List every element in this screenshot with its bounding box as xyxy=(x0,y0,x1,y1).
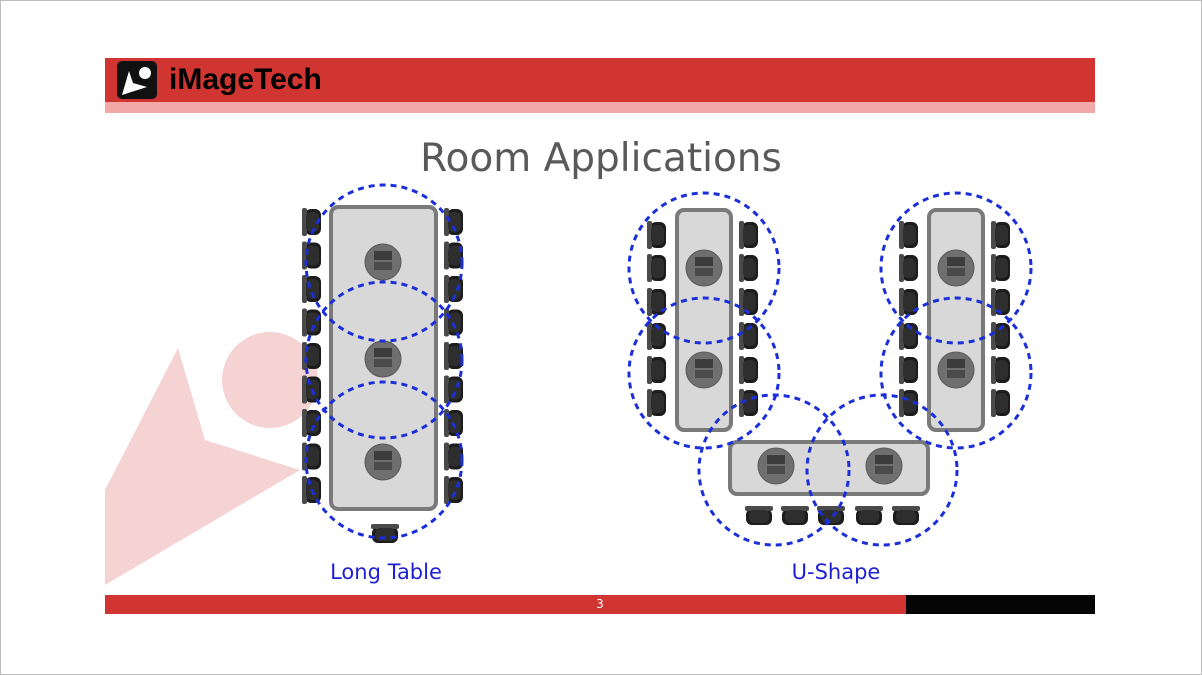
chair-icon xyxy=(444,375,463,404)
chair-icon xyxy=(991,356,1010,384)
chair-icon xyxy=(302,442,321,471)
chair-icon xyxy=(781,506,809,525)
caption-u-shape: U-Shape xyxy=(791,560,881,584)
chair-icon xyxy=(739,356,758,384)
conference-table xyxy=(927,208,985,432)
coverage-circle xyxy=(304,280,464,440)
coverage-circle xyxy=(879,191,1033,345)
coverage-circle xyxy=(627,296,781,450)
microphone-icon xyxy=(364,443,402,481)
chair-icon xyxy=(444,208,463,236)
chair-icon xyxy=(745,506,773,525)
microphone-icon xyxy=(364,340,402,378)
coverage-circle xyxy=(304,380,464,540)
chair-icon xyxy=(371,524,399,543)
caption-long-table: Long Table xyxy=(330,560,442,584)
coverage-circle xyxy=(697,393,851,547)
chair-icon xyxy=(899,356,918,384)
chair-icon xyxy=(647,389,666,417)
microphone-icon xyxy=(364,243,402,281)
chair-icon xyxy=(855,506,883,525)
chair-icon xyxy=(647,254,666,282)
chair-icon xyxy=(302,275,321,303)
chair-icon xyxy=(302,342,321,370)
chair-icon xyxy=(991,254,1010,282)
chair-icon xyxy=(892,506,920,525)
chair-icon xyxy=(444,308,463,337)
coverage-circle xyxy=(879,296,1033,450)
chair-icon xyxy=(739,254,758,282)
chair-icon xyxy=(302,409,321,437)
chair-icon xyxy=(739,221,758,249)
page-number: 3 xyxy=(596,597,604,611)
microphone-icon xyxy=(757,447,795,485)
footer-bar-red xyxy=(105,595,906,614)
chair-icon xyxy=(991,389,1010,417)
footer-bar-black xyxy=(906,595,1095,614)
microphone-icon xyxy=(937,249,975,287)
coverage-circle xyxy=(805,393,959,547)
chair-icon xyxy=(647,356,666,384)
header-bar xyxy=(105,58,1095,102)
imagetech-logo-icon xyxy=(117,61,157,99)
coverage-circle xyxy=(627,191,781,345)
chair-icon xyxy=(444,241,463,270)
conference-table xyxy=(675,208,733,432)
chair-icon xyxy=(899,221,918,249)
microphone-icon xyxy=(937,351,975,389)
microphone-icon xyxy=(865,447,903,485)
chair-icon xyxy=(739,322,758,350)
chair-icon xyxy=(991,221,1010,249)
chair-icon xyxy=(302,308,321,337)
microphone-icon xyxy=(685,249,723,287)
chair-icon xyxy=(647,221,666,249)
coverage-circle xyxy=(304,183,464,343)
header-stripe xyxy=(105,102,1095,113)
microphone-icon xyxy=(685,351,723,389)
chair-icon xyxy=(899,254,918,282)
chair-icon xyxy=(991,322,1010,350)
brand-name: iMageTech xyxy=(169,63,322,96)
page-title: Room Applications xyxy=(420,136,782,181)
chair-icon xyxy=(444,476,463,504)
